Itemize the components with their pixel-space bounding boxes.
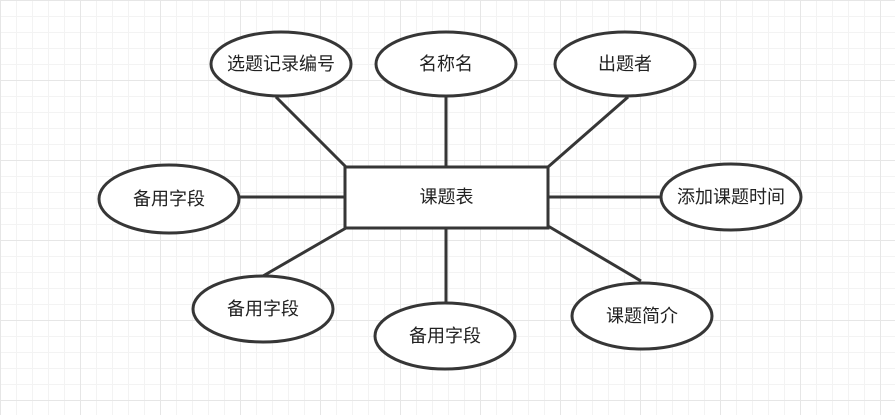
attribute-label: 课题简介: [606, 306, 678, 326]
entity-box: [343, 165, 550, 230]
attribute-label: 备用字段: [133, 189, 205, 209]
attribute-ellipse: [553, 30, 697, 98]
attribute-author[interactable]: 出题者: [553, 30, 697, 98]
attribute-name[interactable]: 名称名: [374, 30, 518, 98]
attribute-spare-bottom[interactable]: 备用字段: [373, 301, 517, 371]
attribute-ellipse: [570, 281, 714, 351]
entity-node[interactable]: 课题表: [343, 165, 550, 230]
attribute-label: 备用字段: [227, 299, 299, 319]
attribute-ellipse: [659, 162, 803, 232]
attribute-record-id[interactable]: 选题记录编号: [209, 30, 353, 98]
attribute-ellipse: [374, 30, 518, 98]
attribute-ellipse: [209, 30, 353, 98]
entity-label: 课题表: [420, 187, 474, 207]
attribute-label: 出题者: [598, 54, 652, 74]
edge-spare-bottom-left: [262, 226, 347, 278]
attribute-label: 名称名: [419, 54, 473, 74]
attribute-label: 添加课题时间: [677, 187, 785, 207]
edges: [240, 95, 661, 303]
attribute-ellipse: [97, 163, 241, 235]
attribute-spare-left[interactable]: 备用字段: [97, 163, 241, 235]
edge-author: [547, 95, 629, 169]
edge-record-id: [274, 95, 348, 169]
attribute-add-time[interactable]: 添加课题时间: [659, 162, 803, 232]
edge-summary: [547, 224, 642, 283]
attribute-summary[interactable]: 课题简介: [570, 281, 714, 351]
attribute-ellipse: [373, 301, 517, 371]
attribute-label: 备用字段: [409, 326, 481, 346]
attribute-label: 选题记录编号: [227, 54, 335, 74]
attribute-spare-bottom-left[interactable]: 备用字段: [191, 274, 335, 344]
attribute-ellipse: [191, 274, 335, 344]
